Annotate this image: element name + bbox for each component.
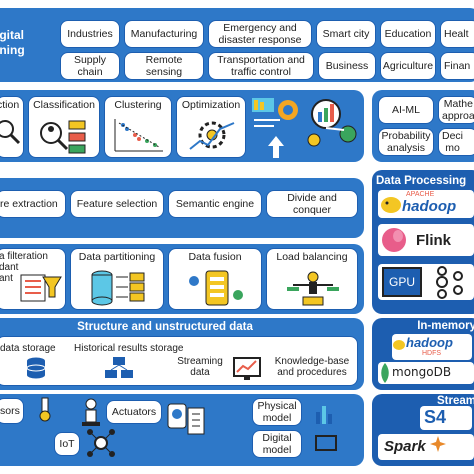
flink-label: Flink	[416, 232, 452, 249]
detection-label: ction	[0, 99, 20, 111]
iot-network-icon	[87, 429, 115, 457]
bar-chart-icon	[316, 406, 332, 424]
streaming-data-label: Streaming data	[177, 356, 223, 378]
database-icon	[26, 357, 46, 379]
s4-logo: S4	[420, 406, 472, 430]
knowledge-base-label: Knowledge-base and procedures	[274, 356, 350, 378]
data-processing-header: Data Processing	[376, 175, 467, 187]
elephant-icon	[381, 197, 401, 213]
storage-header: Structure and unstructured data	[77, 321, 253, 333]
hadoop-logo: APACHE hadoop	[378, 190, 474, 218]
dashboard-icon	[252, 98, 298, 127]
feature-extraction: re extraction	[0, 190, 66, 218]
app-supply-chain: Supply chain	[60, 52, 120, 80]
spark-label: Spark	[384, 438, 426, 455]
flink-logo: Flink	[378, 224, 474, 256]
app-emergency: Emergency and disaster response	[208, 20, 312, 48]
spark-star-icon	[430, 436, 446, 452]
hadoop-label: hadoop	[402, 198, 457, 215]
optimization-label: Optimization	[181, 99, 241, 111]
scatter-plot-icon	[114, 119, 163, 152]
app-industries: Industries	[60, 20, 120, 48]
hdfs-logo: hadoop HDFS	[392, 334, 472, 360]
app-finance: Finan	[440, 52, 474, 80]
historical-storage-label: Historical results storage	[74, 343, 184, 354]
app-business: Business	[318, 52, 376, 80]
storage-box	[0, 336, 358, 386]
app-manufacturing: Manufacturing	[124, 20, 204, 48]
gpu-logo: GPU	[378, 264, 474, 300]
app-agriculture: Agriculture	[380, 52, 436, 80]
iot: IoT	[54, 432, 80, 456]
app-remote-sensing: Remote sensing	[124, 52, 204, 80]
robot-arm-icon	[82, 398, 100, 426]
method-mathematical: Mathe approa	[438, 96, 474, 124]
database-partition-icon	[91, 270, 145, 306]
network-analytics-icon	[307, 99, 357, 147]
server-cluster-icon	[105, 357, 133, 378]
in-memory-header: In-memory	[417, 320, 474, 332]
app-smart-city: Smart city	[316, 20, 376, 48]
gear-chart-icon	[189, 121, 235, 150]
analytics-detection: ction	[0, 96, 24, 158]
analytics-optimization: Optimization	[176, 96, 246, 158]
industrial-machine-icon	[167, 403, 205, 435]
semantic-engine: Semantic engine	[168, 190, 262, 218]
fusion-label: Data fusion	[188, 251, 242, 263]
method-probability: Probability analysis	[378, 128, 434, 156]
hdfs-hadoop-label: hadoop	[406, 335, 453, 350]
partitioning-label: Data partitioning	[78, 251, 156, 263]
magnifier-icon	[0, 120, 21, 145]
classification-label: Classification	[33, 99, 95, 111]
classification-icon	[40, 120, 86, 154]
sensor-probe-icon	[39, 397, 51, 422]
analytics-clustering: Clustering	[104, 96, 172, 158]
divide-and-conquer: Divide and conquer	[266, 190, 358, 218]
hdfs-elephant-icon	[393, 340, 405, 350]
streaming-header: Stream	[437, 395, 474, 407]
s4-label: S4	[424, 407, 447, 427]
actuators: Actuators	[106, 400, 162, 424]
filter-funnel-icon	[20, 274, 62, 302]
load-balancing: Load balancing	[266, 248, 358, 310]
apache-label: APACHE	[406, 191, 435, 198]
data-filteration: a filteration dant ant	[0, 248, 66, 310]
app-health: Healt	[440, 20, 474, 48]
mongodb-label: mongoDB	[392, 365, 452, 379]
monitor-chart-icon	[233, 357, 261, 380]
kafka-icon	[436, 266, 463, 299]
clustering-label: Clustering	[114, 99, 162, 111]
load-balancing-label: Load balancing	[276, 251, 348, 263]
feature-selection: Feature selection	[70, 190, 164, 218]
method-ai-ml: AI-ML	[378, 96, 434, 124]
load-balance-icon	[287, 271, 339, 306]
digital-twining-title: igital ining	[0, 28, 25, 57]
leaf-icon	[381, 363, 389, 383]
digital-model: Digital model	[252, 430, 302, 458]
app-transportation: Transportation and traffic control	[208, 52, 314, 80]
analytics-classification: Classification	[28, 96, 100, 158]
app-education: Education	[380, 20, 436, 48]
mongodb-logo: mongoDB	[378, 362, 474, 384]
filteration-label: a filteration dant ant	[0, 251, 48, 284]
method-decision: Deci mo	[438, 128, 474, 156]
data-fusion-icon	[189, 270, 243, 306]
data-partitioning: Data partitioning	[70, 248, 164, 310]
data-fusion: Data fusion	[168, 248, 262, 310]
gpu-chip: GPU	[382, 267, 422, 297]
sensors: sors	[0, 398, 24, 424]
digital-twin-icon	[315, 435, 337, 451]
up-arrow-icon	[268, 136, 284, 158]
data-storage-label: data storage	[0, 343, 56, 354]
squirrel-icon	[382, 228, 406, 252]
spark-logo: Spark	[378, 434, 474, 460]
physical-model: Physical model	[252, 398, 302, 426]
hdfs-label: HDFS	[422, 350, 442, 357]
